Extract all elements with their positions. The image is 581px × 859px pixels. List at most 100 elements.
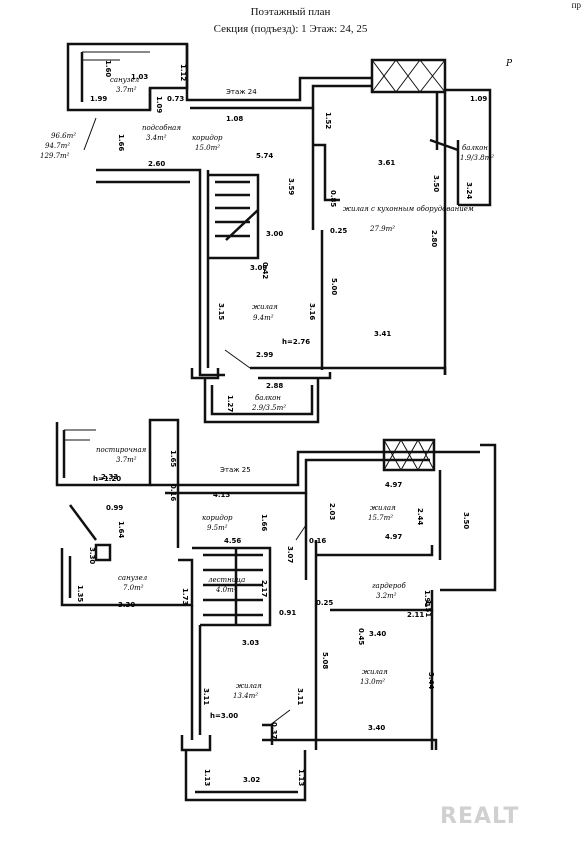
f25-dim-6: 4.97 [385,481,402,489]
f25-height: h=3.00 [210,712,238,720]
f25-dim-11: 1.66 [260,514,268,531]
f24-bath-name: санузел [110,76,139,84]
f24-dim-7: 1.66 [117,134,125,151]
f25-dim-3: 0.16 [169,484,177,501]
f24-dim-16: 3.00 [266,230,283,238]
f24-dim-17: 0.25 [330,227,347,235]
corner-text: пр [571,0,581,10]
f25-laundry-area: 3.7m² [116,456,137,464]
f24-balcony-r-name: балкон [462,144,488,152]
f24-dim-19: 0.42 [261,262,269,279]
f24-dim-26: 2.99 [256,351,273,359]
f25-dim-7: 2.44 [416,508,424,525]
f25-room-tr-area: 15.7m² [368,514,393,522]
f24-living-area: 27.9m² [369,225,395,233]
floor25-rooms: постирочная 3.7m² коридор 9.5m² жилая 15… [93,446,406,720]
f25-stair-height: h=1.20 [93,475,121,483]
f25-dim-33: 3.40 [368,724,385,732]
f24-dim-15: 0.85 [329,190,337,207]
f25-dim-34: 1.13 [203,769,211,786]
north-mark: P [505,59,513,69]
floor24-rooms: санузел 3.7m² подсобная 3.4m² коридор 15… [40,76,494,412]
f25-room-tr-name: жилая [370,504,396,512]
f24-dim-23: 5.00 [330,278,338,295]
f25-room-r-name: жилая [362,668,388,676]
floor24-label: Этаж 24 [226,88,257,96]
window-hatch [64,51,446,471]
f25-dim-35: 3.02 [243,776,260,784]
f24-dim-5: 0.73 [167,95,184,103]
f25-dim-23: 3.40 [369,630,386,638]
f24-balcony-b-area: 2.9/3.5m² [251,404,286,412]
f25-laundry-name: постирочная [96,446,147,454]
f24-dim-27: 2.88 [266,382,283,390]
floor25-label: Этаж 25 [220,466,251,474]
f24-dim-4: 1.09 [155,96,163,113]
f24-dim-9: 5.74 [256,152,273,160]
f25-dim-10: 4.56 [224,537,241,545]
f24-dim-22: 3.15 [217,303,225,320]
f24-room-area: 9.4m² [253,314,274,322]
plan-title: Поэтажный план [250,6,331,18]
f24-height: h=2.76 [282,338,310,346]
f25-dim-32: 0.37 [270,722,278,739]
f25-dim-17: 1.35 [76,585,84,602]
f25-corridor-name: коридор [202,514,233,522]
f25-dim-5: 2.03 [328,503,336,520]
f24-dim-13: 3.61 [378,159,395,167]
f25-bath-area: 7.0m² [123,584,144,592]
f24-balcony-b-name: балкон [255,394,281,402]
f25-dim-2: 0.99 [106,504,123,512]
floor25-walls [55,418,497,802]
watermark: REALT [440,804,520,829]
f24-dim-1: 1.03 [131,73,148,81]
f25-dim-18: 1.73 [181,588,189,605]
f25-stairs-name: лестница [208,576,245,584]
f25-dim-15: 4.97 [385,533,402,541]
f25-dim-24: 2.11 [407,611,424,619]
f25-dim-29: 3.11 [202,688,210,705]
f25-dim-27: 3.03 [242,639,259,647]
f24-storage-name: подсобная [142,124,181,132]
f25-dim-28: 5.08 [321,652,329,669]
f25-dim-8: 3.50 [462,512,470,529]
f25-dim-25: 1.51 [424,600,432,617]
f25-dim-0: 1.65 [169,450,177,467]
f24-room-name: жилая [252,303,278,311]
f25-dim-13: 3.07 [286,546,294,563]
f25-dim-16: 3.30 [118,601,135,609]
f25-dim-30: 3.11 [296,688,304,705]
f25-dim-1: 2.33 [101,473,118,481]
floor24-walls [66,42,492,424]
f25-dim-12: 3.30 [88,547,96,564]
f25-dim-4: 4.13 [213,491,230,499]
f25-room-c-area: 13.4m² [233,692,258,700]
f24-dim-18: 3.09 [250,264,267,272]
f24-dim-11: 3.59 [287,178,295,195]
f25-dim-26: 0.45 [357,628,365,645]
f25-bath-name: санузел [118,574,147,582]
f24-total-3: 129.7m² [40,152,70,160]
f24-living-name: жилая с кухонным оборудованием [343,205,474,213]
f24-dim-25: 3.41 [374,330,391,338]
f25-dim-36: 1.13 [297,769,305,786]
f25-room-c-name: жилая [236,682,262,690]
f25-wardrobe-area: 3.2m² [376,592,397,600]
f24-dim-14: 3.50 [432,175,440,192]
f24-corridor-area: 15.0m² [195,144,220,152]
f24-total-2: 94.7m² [45,142,70,150]
f24-dim-8: 2.60 [148,160,165,168]
door-swings [83,117,307,726]
f24-dim-21: 3.24 [465,182,473,199]
f24-dim-2: 1.12 [179,64,187,81]
f25-dim-20: 1.91 [423,590,431,607]
f25-dim-31: 3.44 [427,672,435,689]
f24-dim-24: 3.16 [308,303,316,320]
f25-dim-19: 2.17 [260,580,268,597]
f25-dim-21: 0.91 [279,609,296,617]
f25-dim-22: 0.25 [316,599,333,607]
f25-room-r-area: 13.0m² [360,678,385,686]
